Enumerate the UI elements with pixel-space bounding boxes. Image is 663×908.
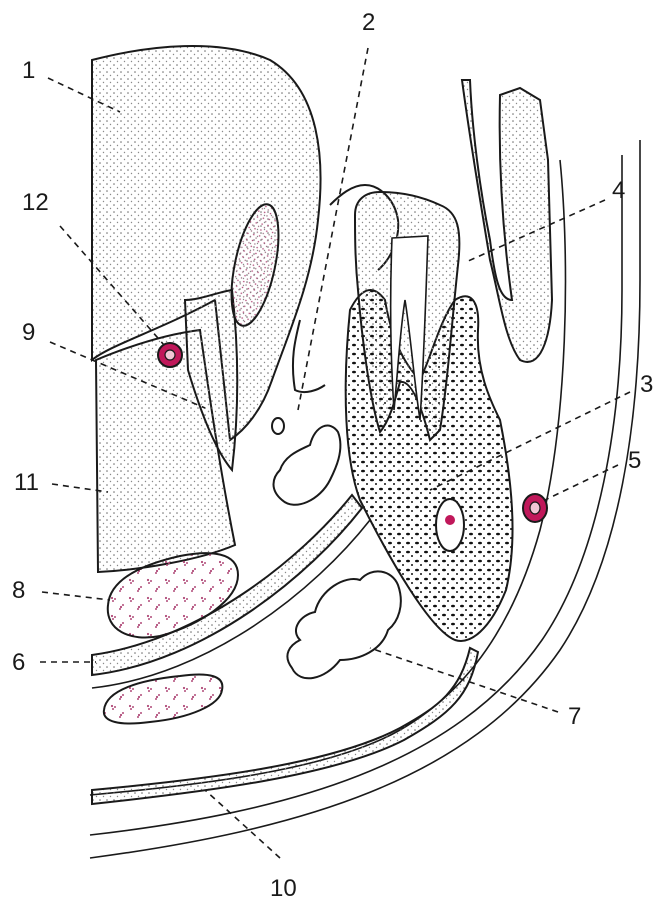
label-6: 6: [12, 649, 25, 676]
stippled-band-10: [92, 648, 478, 804]
label-5: 5: [628, 447, 641, 474]
label-1: 1: [22, 57, 35, 84]
leader-5: [545, 465, 618, 500]
label-10: 10: [270, 875, 297, 902]
label-9: 9: [22, 319, 35, 346]
canal-vessel: [445, 515, 455, 525]
small-duct: [272, 418, 284, 434]
label-4: 4: [612, 177, 625, 204]
label-7: 7: [568, 703, 581, 730]
gland-2: [274, 426, 341, 505]
leader-8: [42, 592, 110, 600]
label-3: 3: [640, 371, 653, 398]
vessel-5-lumen: [530, 502, 540, 514]
gland-lower: [104, 675, 223, 724]
label-11: 11: [14, 469, 39, 496]
label-12: 12: [22, 189, 49, 216]
label-8: 8: [12, 577, 25, 604]
vessel-12-lumen: [165, 350, 175, 360]
label-2: 2: [362, 9, 375, 36]
